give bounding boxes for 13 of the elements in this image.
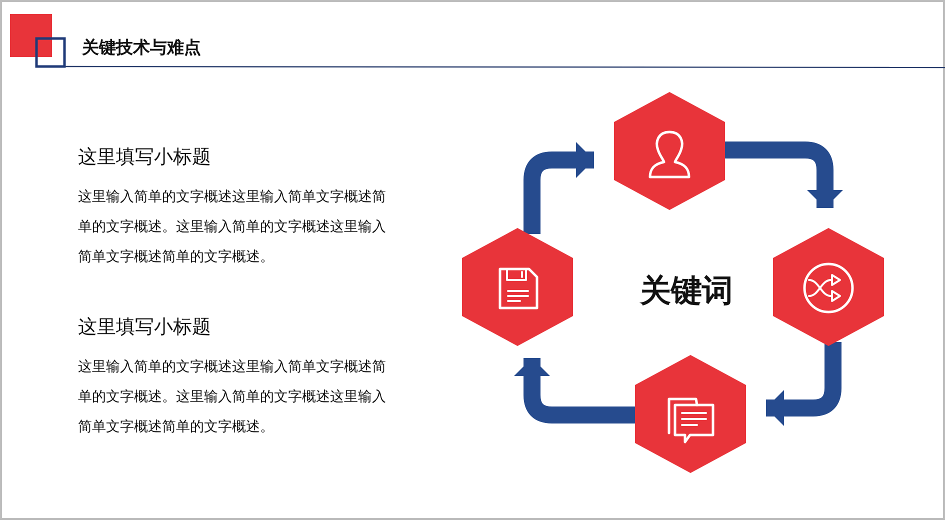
hexagon-badge: [773, 228, 884, 346]
subtitle: 这里填写小标题: [78, 145, 211, 170]
hexagon-badge: [614, 92, 725, 210]
subtitle: 这里填写小标题: [78, 315, 211, 340]
hexagon-badge: [635, 355, 746, 473]
keyword-text: 关键词: [640, 272, 733, 311]
curved-arrow: [724, 142, 843, 208]
paragraph: 这里输入简单的文字概述这里输入简单文字概述简单的文字概述。这里输入简单的文字概述这里输入简单文字概述简单的文字概述。: [78, 358, 387, 437]
paragraph: 这里输入简单的文字概述这里输入简单文字概述简单的文字概述。这里输入简单的文字概述这里输入简单文字概述简单的文字概述。: [78, 188, 387, 267]
curved-arrow: [514, 358, 635, 424]
curved-arrow: [524, 142, 594, 234]
hexagon-badge: [462, 228, 573, 346]
page-title: 关键技术与难点: [82, 37, 201, 59]
